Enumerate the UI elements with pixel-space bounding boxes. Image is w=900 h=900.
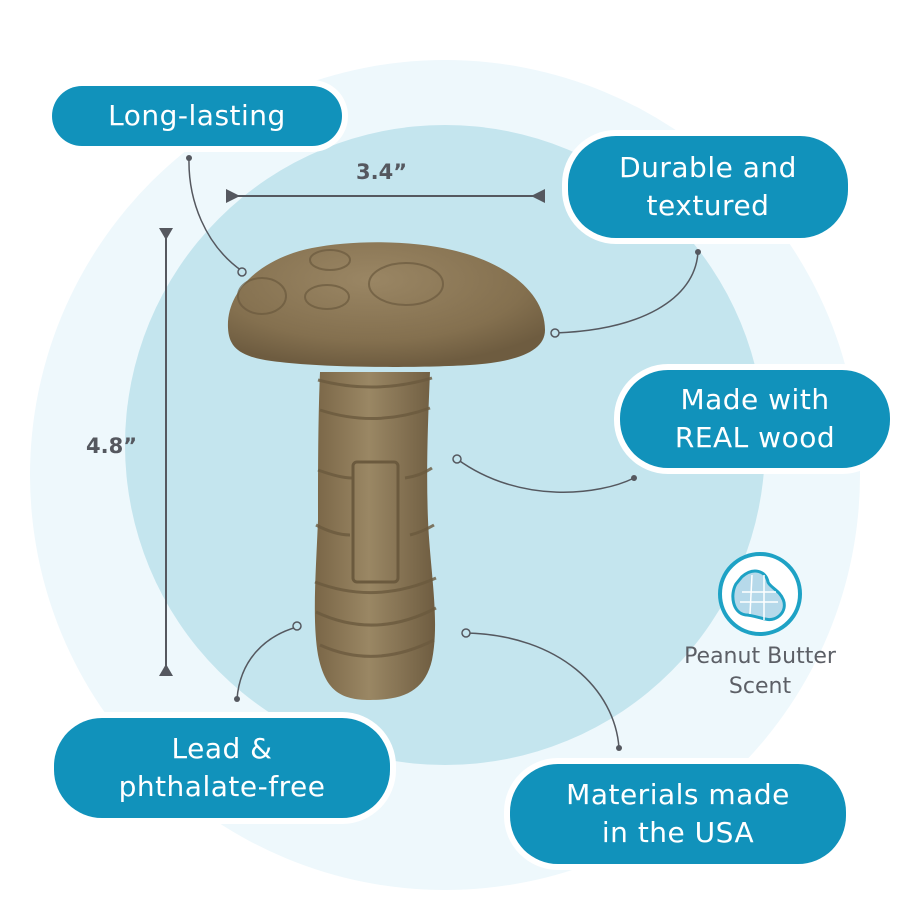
feature-usa-materials: Materials made in the USA xyxy=(510,764,846,864)
scent-text: Scent xyxy=(728,674,792,699)
feature-text: textured xyxy=(646,189,770,222)
feature-text: Lead & xyxy=(171,732,273,765)
feature-lead-free: Lead & phthalate-free xyxy=(54,718,390,818)
height-dimension-arrow xyxy=(159,228,173,676)
height-label: 4.8” xyxy=(86,434,138,458)
feature-long-lasting: Long-lasting xyxy=(52,86,342,146)
width-label: 3.4” xyxy=(356,160,408,184)
connector-lines xyxy=(188,157,699,749)
feature-text: in the USA xyxy=(601,816,755,849)
scent-text: Peanut Butter xyxy=(684,644,836,669)
peanut-icon xyxy=(718,552,802,636)
feature-durable-textured: Durable and textured xyxy=(568,136,848,238)
feature-text: Materials made xyxy=(566,778,790,811)
connector-dots xyxy=(186,155,701,751)
width-dimension-arrow xyxy=(226,189,545,203)
feature-text: Long-lasting xyxy=(108,99,286,132)
connector-endpoints xyxy=(237,267,560,638)
feature-text: Made with xyxy=(680,383,830,416)
feature-text: phthalate-free xyxy=(118,770,326,803)
feature-text: REAL wood xyxy=(674,421,836,454)
feature-text: Durable and xyxy=(619,151,797,184)
feature-real-wood: Made with REAL wood xyxy=(620,370,890,468)
mushroom-toy-image xyxy=(227,242,546,700)
scent-label: Peanut Butter Scent xyxy=(650,642,870,702)
